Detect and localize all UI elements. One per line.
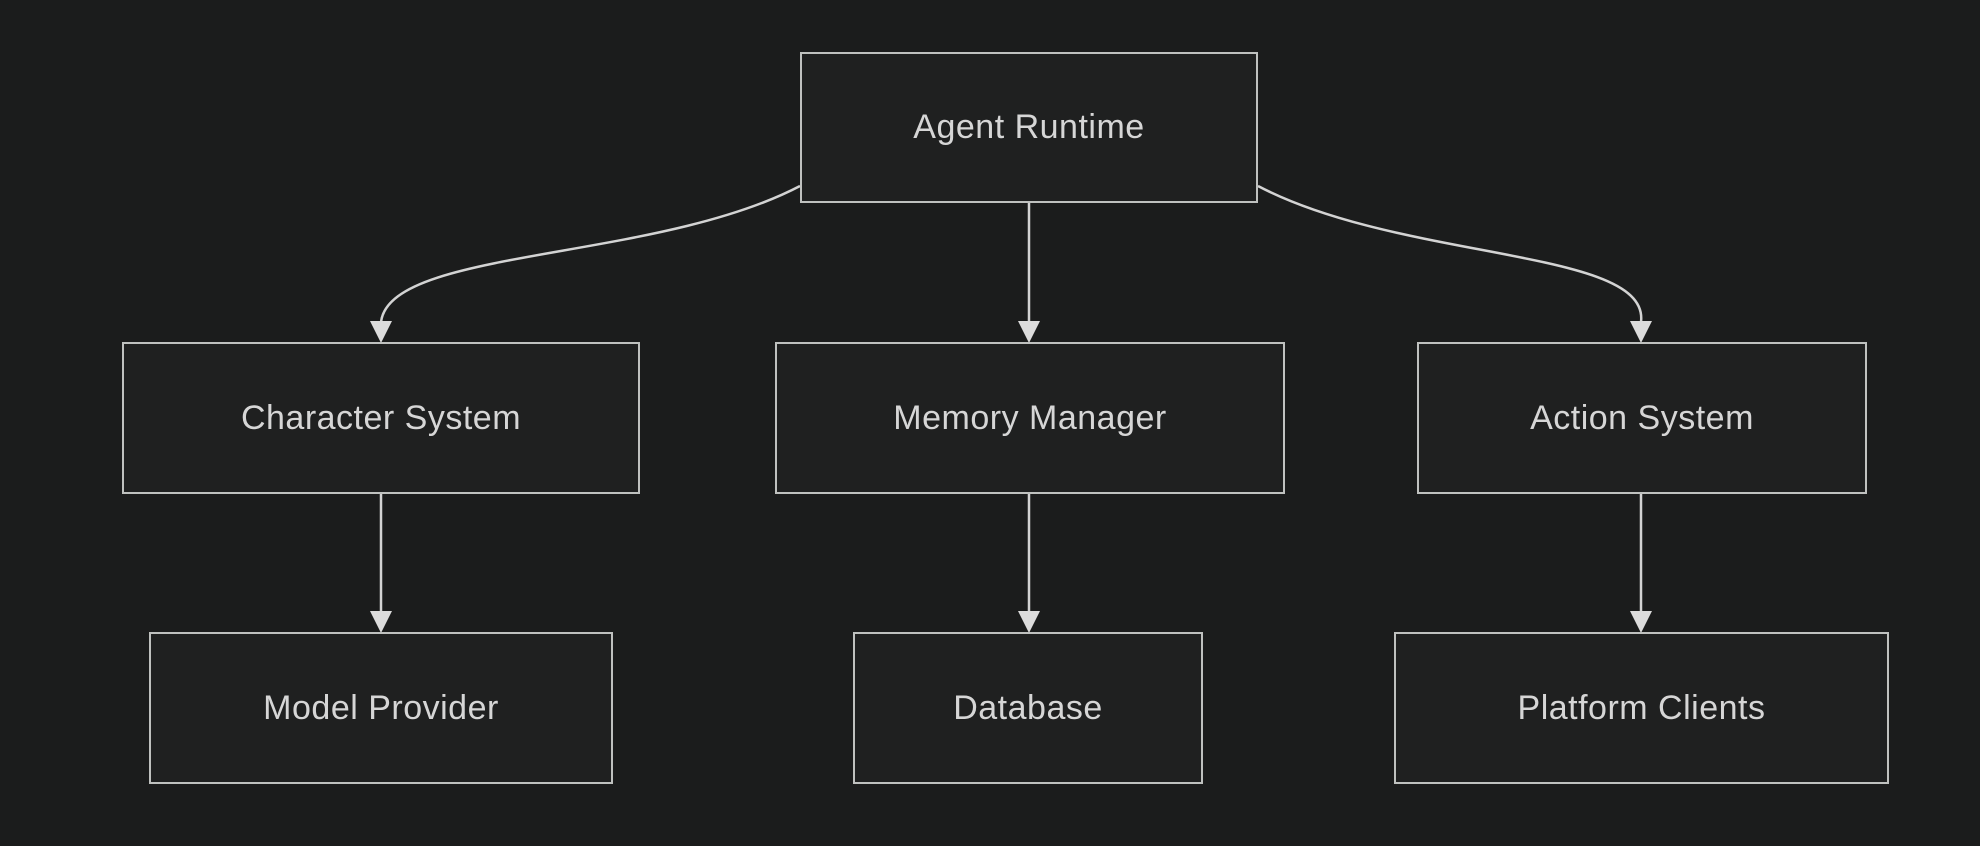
node-action-system: Action System [1417, 342, 1867, 494]
node-label: Action System [1530, 398, 1754, 437]
arrowhead-icon [1630, 611, 1652, 633]
node-label: Character System [240, 398, 522, 437]
arrowhead-icon [1630, 321, 1652, 343]
node-label: Agent Runtime [913, 108, 1145, 146]
edge-agent-runtime-to-character-system [379, 184, 801, 323]
node-memory-manager: Memory Manager [775, 342, 1285, 494]
node-database: Database [853, 632, 1203, 784]
node-model-provider: Model Provider [149, 632, 613, 784]
node-label: Memory Manager [893, 398, 1167, 437]
node-label: Database [953, 688, 1103, 727]
node-label: Model Provider [263, 688, 499, 727]
arrowhead-icon [370, 611, 392, 633]
node-platform-clients: Platform Clients [1394, 632, 1889, 784]
node-label: Platform Clients [1517, 688, 1766, 727]
node-character-system: Character System [122, 342, 640, 494]
arrowhead-icon [370, 321, 392, 343]
edge-agent-runtime-to-action-system [1257, 184, 1643, 323]
node-agent-runtime: Agent Runtime [800, 52, 1258, 203]
arrowhead-icon [1018, 321, 1040, 343]
arrowhead-icon [1018, 611, 1040, 633]
